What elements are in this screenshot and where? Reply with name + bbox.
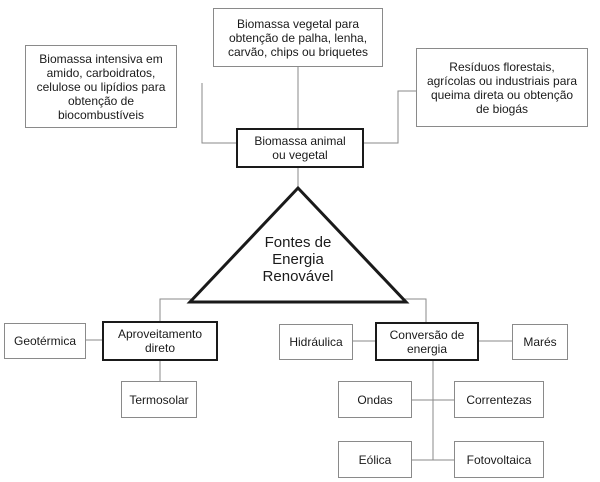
note-residues: Resíduos florestais, agrícolas ou indust…: [416, 48, 588, 127]
ondas-label: Ondas: [357, 392, 393, 407]
correntezas-box: Correntezas: [454, 381, 544, 418]
note-biofuel-biomass-text: Biomassa intensiva em amido, carboidrato…: [36, 51, 166, 122]
hidraulica-label: Hidráulica: [289, 335, 343, 349]
energy-conversion-box: Conversão de energia: [375, 322, 479, 361]
hidraulica-box: Hidráulica: [279, 324, 353, 360]
correntezas-label: Correntezas: [466, 392, 532, 407]
direct-use-label: Aproveitamento direto: [117, 327, 203, 355]
termosolar-box: Termosolar: [121, 381, 197, 418]
note-vegetal-biomass-text: Biomassa vegetal para obtenção de palha,…: [227, 16, 369, 59]
energy-triangle: [186, 185, 410, 304]
biomass-box-label: Biomassa animal ou vegetal: [254, 134, 346, 162]
connector-right-note: [363, 90, 416, 144]
renewable-energy-label: Fontes de Energia Renovável: [262, 234, 334, 285]
eolica-label: Eólica: [358, 452, 392, 467]
eolica-box: Eólica: [338, 441, 412, 478]
note-vegetal-biomass: Biomassa vegetal para obtenção de palha,…: [213, 8, 383, 67]
connector-left-note: [201, 83, 238, 144]
note-residues-text: Resíduos florestais, agrícolas ou indust…: [426, 59, 578, 116]
energy-conversion-label: Conversão de energia: [389, 327, 465, 356]
ondas-box: Ondas: [338, 381, 412, 418]
note-biofuel-biomass: Biomassa intensiva em amido, carboidrato…: [25, 45, 177, 128]
fotovoltaica-label: Fotovoltaica: [466, 452, 532, 467]
biomass-box: Biomassa animal ou vegetal: [236, 128, 364, 168]
mares-label: Marés: [523, 335, 557, 349]
geotermica-label: Geotérmica: [13, 334, 77, 348]
termosolar-label: Termosolar: [129, 392, 189, 407]
fotovoltaica-box: Fotovoltaica: [454, 441, 544, 478]
mares-box: Marés: [512, 324, 568, 360]
geotermica-box: Geotérmica: [4, 323, 86, 359]
direct-use-box: Aproveitamento direto: [102, 321, 218, 361]
